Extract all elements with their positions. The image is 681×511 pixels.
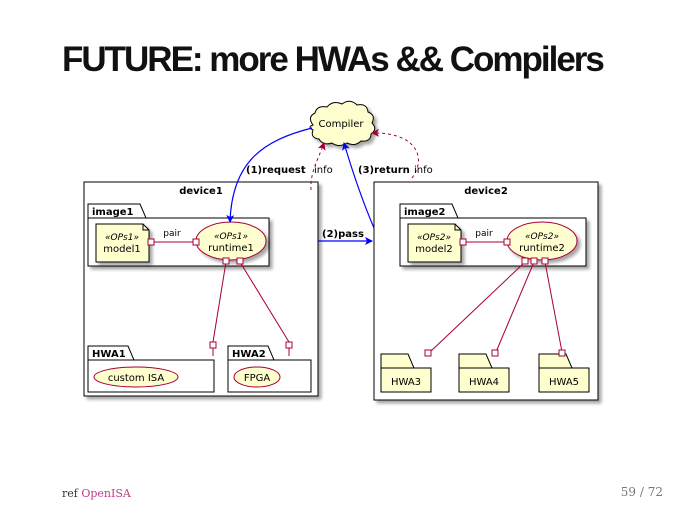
hwa3-label: HWA3 bbox=[391, 377, 421, 388]
model2-artifact: «OPs2» model2 bbox=[407, 223, 462, 263]
hwa2-label: HWA2 bbox=[232, 349, 266, 360]
request-arrow: (1)request bbox=[226, 127, 313, 223]
return-arrow: (3)return bbox=[342, 142, 410, 229]
runtime2-usecase: «OPs2» runtime2 bbox=[506, 221, 578, 261]
model1-stereotype: «OPs1» bbox=[105, 233, 139, 243]
hwa5-label: HWA5 bbox=[549, 377, 579, 388]
hwa5-package: HWA5 bbox=[538, 353, 590, 393]
device1-label: device1 bbox=[179, 186, 223, 197]
pair-link-1: pair bbox=[147, 229, 200, 246]
pair-link-2: pair bbox=[459, 229, 511, 246]
footer-ref-prefix: ref bbox=[62, 487, 78, 500]
hwa4-label: HWA4 bbox=[469, 377, 499, 388]
openisa-link[interactable]: OpenISA bbox=[81, 487, 131, 500]
compiler-node: Compiler bbox=[309, 100, 376, 146]
runtime2-hwa-links bbox=[424, 257, 566, 357]
device2-label: device2 bbox=[464, 186, 508, 197]
hwa2-content: FPGA bbox=[244, 373, 271, 384]
pair-label-2: pair bbox=[475, 229, 493, 239]
model2-stereotype: «OPs2» bbox=[417, 233, 451, 243]
pair-label-1: pair bbox=[163, 229, 181, 239]
image1-label: image1 bbox=[92, 207, 134, 218]
runtime2-stereotype: «OPs2» bbox=[525, 232, 559, 242]
model2-label: model2 bbox=[415, 244, 453, 255]
slide-title: FUTURE: more HWAs && Compilers bbox=[62, 40, 605, 79]
runtime1-stereotype: «OPs1» bbox=[214, 232, 248, 242]
hwa1-package: HWA1 custom ISA bbox=[87, 345, 215, 393]
info-arrow-left: info bbox=[310, 142, 333, 191]
info-label-left: info bbox=[314, 165, 333, 176]
image2-label: image2 bbox=[404, 207, 446, 218]
hwa1-label: HWA1 bbox=[92, 349, 126, 360]
hwa4-package: HWA4 bbox=[458, 353, 510, 393]
hwa3-package: HWA3 bbox=[380, 353, 432, 393]
pass-label: (2)pass bbox=[322, 229, 364, 240]
hwa2-package: HWA2 FPGA bbox=[227, 345, 312, 393]
runtime1-usecase: «OPs1» runtime1 bbox=[195, 221, 267, 261]
footer-ref: ref OpenISA bbox=[62, 487, 131, 500]
model1-artifact: «OPs1» model1 bbox=[95, 223, 150, 263]
return-label: (3)return bbox=[358, 165, 410, 176]
runtime2-label: runtime2 bbox=[519, 243, 565, 254]
runtime1-hwa-links bbox=[209, 257, 293, 356]
pass-arrow: (2)pass bbox=[318, 229, 373, 245]
info-arrow-right: info bbox=[371, 128, 433, 179]
compiler-label: Compiler bbox=[318, 119, 364, 130]
page-number: 59 / 72 bbox=[620, 485, 663, 499]
request-label: (1)request bbox=[246, 165, 306, 176]
info-label-right: info bbox=[414, 165, 433, 176]
model1-label: model1 bbox=[103, 244, 141, 255]
runtime1-label: runtime1 bbox=[208, 243, 254, 254]
hwa1-content: custom ISA bbox=[108, 373, 164, 384]
